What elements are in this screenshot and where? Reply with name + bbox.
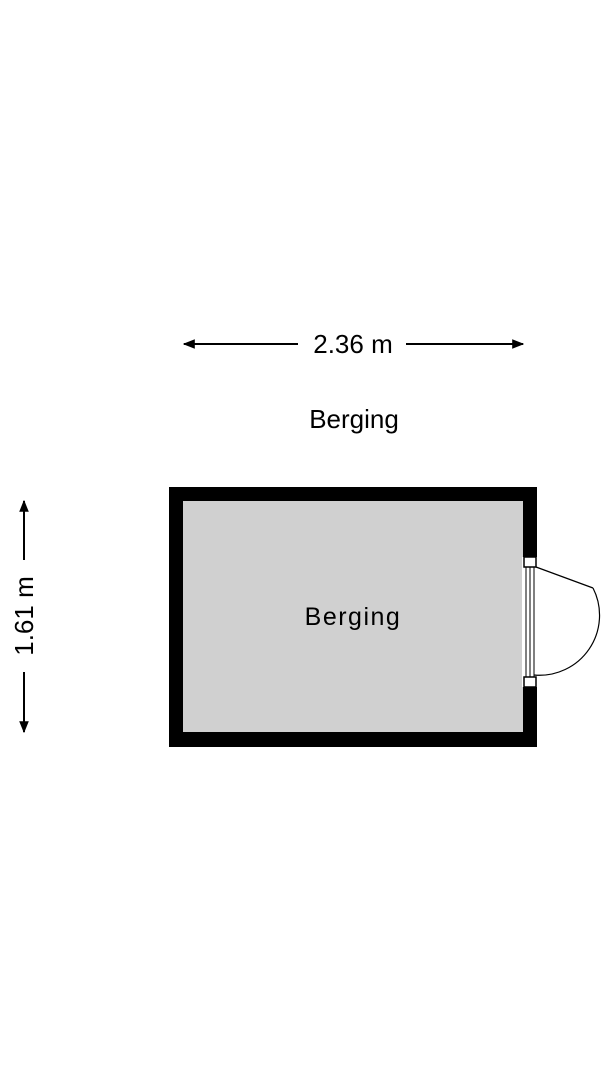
room-label: Berging [305,603,402,631]
door-jamb-top [523,556,537,568]
width-dimension: 2.36 m [182,329,525,359]
door-jamb-bottom [523,676,537,688]
door-swing-icon [522,556,601,688]
height-dimension-label: 1.61 m [9,576,39,656]
plan-title: Berging [309,404,399,434]
room-berging: Berging [169,487,537,747]
room-floor [183,501,523,732]
height-dimension: 1.61 m [9,499,39,734]
door-swing-arc [533,587,601,676]
door-leaf [535,566,594,589]
width-dimension-label: 2.36 m [313,329,393,359]
